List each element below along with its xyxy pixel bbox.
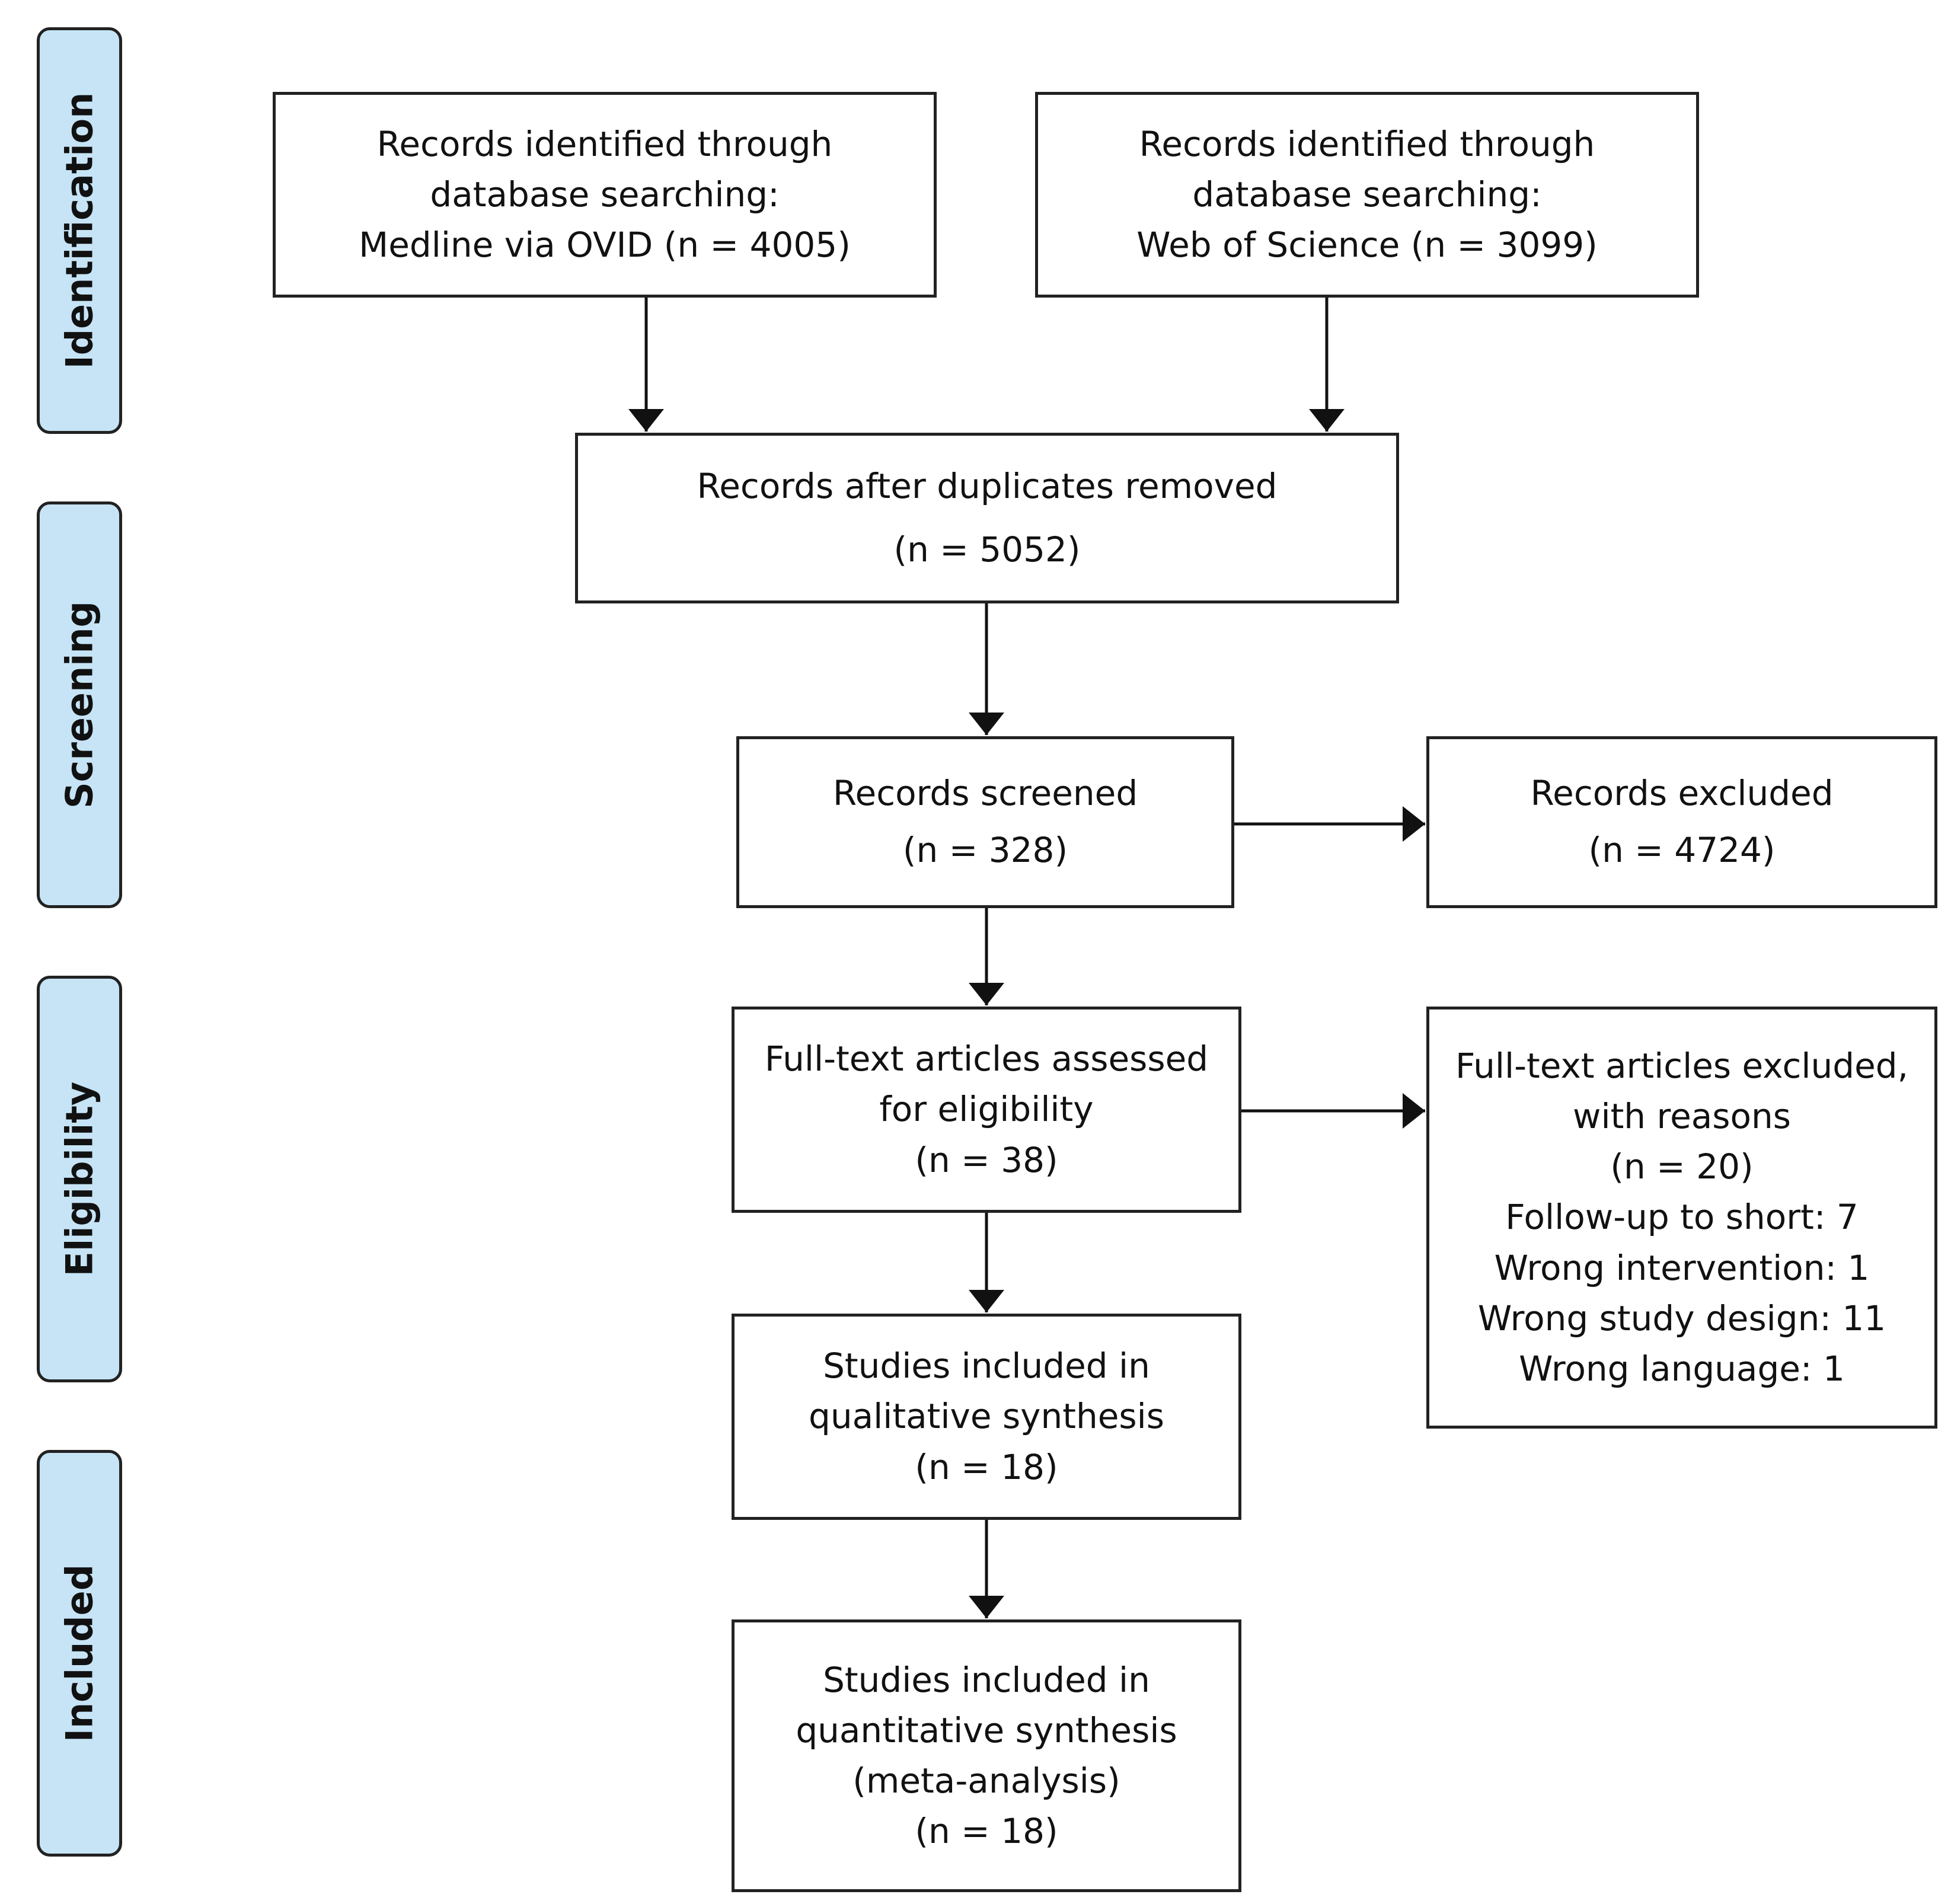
box-fulltext-excluded: Full-text articles excluded, with reason… xyxy=(1426,1007,1937,1429)
box-wos-line-1: Records identified through xyxy=(1139,123,1595,164)
box-fulltext-line-2: for eligibility xyxy=(879,1089,1094,1130)
box-excluded-line-1: Records excluded xyxy=(1530,773,1834,814)
box-medline-records: Records identified through database sear… xyxy=(273,92,937,298)
box-ft-excluded-line-3: (n = 20) xyxy=(1610,1146,1754,1187)
phase-identification: Identification xyxy=(37,27,122,434)
box-quantitative-line-3: (meta-analysis) xyxy=(852,1761,1120,1801)
box-wos-records: Records identified through database sear… xyxy=(1035,92,1699,298)
box-screened-line-2: (n = 328) xyxy=(902,830,1068,870)
box-duplicates-removed: Records after duplicates removed (n = 50… xyxy=(575,433,1399,603)
box-quantitative-line-1: Studies included in xyxy=(823,1659,1150,1700)
box-qualitative-line-2: qualitative synthesis xyxy=(809,1396,1164,1437)
box-ft-excluded-reason-2: Wrong intervention: 1 xyxy=(1494,1247,1870,1288)
phase-included: Included xyxy=(37,1450,122,1857)
box-quantitative-synthesis: Studies included in quantitative synthes… xyxy=(732,1619,1241,1892)
box-qualitative-line-1: Studies included in xyxy=(823,1346,1150,1387)
box-medline-line-3: Medline via OVID (n = 4005) xyxy=(359,225,851,266)
box-wos-line-3: Web of Science (n = 3099) xyxy=(1136,225,1598,266)
box-qualitative-line-3: (n = 18) xyxy=(915,1446,1058,1487)
box-fulltext-line-1: Full-text articles assessed xyxy=(764,1039,1209,1079)
box-records-screened: Records screened (n = 328) xyxy=(736,736,1234,908)
box-qualitative-synthesis: Studies included in qualitative synthesi… xyxy=(732,1314,1241,1520)
box-medline-line-2: database searching: xyxy=(430,174,780,215)
phase-eligibility: Eligibility xyxy=(37,976,122,1382)
box-screened-line-1: Records screened xyxy=(832,773,1138,814)
box-ft-excluded-reason-3: Wrong study design: 11 xyxy=(1477,1298,1886,1338)
box-quantitative-line-2: quantitative synthesis xyxy=(796,1710,1177,1750)
box-ft-excluded-reason-4: Wrong language: 1 xyxy=(1519,1349,1845,1389)
box-fulltext-assessed: Full-text articles assessed for eligibil… xyxy=(732,1007,1241,1213)
box-quantitative-line-4: (n = 18) xyxy=(915,1811,1058,1852)
box-records-excluded: Records excluded (n = 4724) xyxy=(1426,736,1937,908)
box-ft-excluded-line-1: Full-text articles excluded, xyxy=(1455,1045,1909,1086)
box-duplicates-line-2: (n = 5052) xyxy=(893,529,1081,570)
phase-screening: Screening xyxy=(37,501,122,908)
box-ft-excluded-line-2: with reasons xyxy=(1573,1095,1791,1136)
box-duplicates-line-1: Records after duplicates removed xyxy=(697,465,1278,506)
box-medline-line-1: Records identified through xyxy=(376,123,833,164)
box-wos-line-2: database searching: xyxy=(1192,174,1542,215)
box-fulltext-line-3: (n = 38) xyxy=(915,1139,1058,1180)
box-ft-excluded-reason-1: Follow-up to short: 7 xyxy=(1505,1197,1859,1238)
box-excluded-line-2: (n = 4724) xyxy=(1588,830,1776,870)
